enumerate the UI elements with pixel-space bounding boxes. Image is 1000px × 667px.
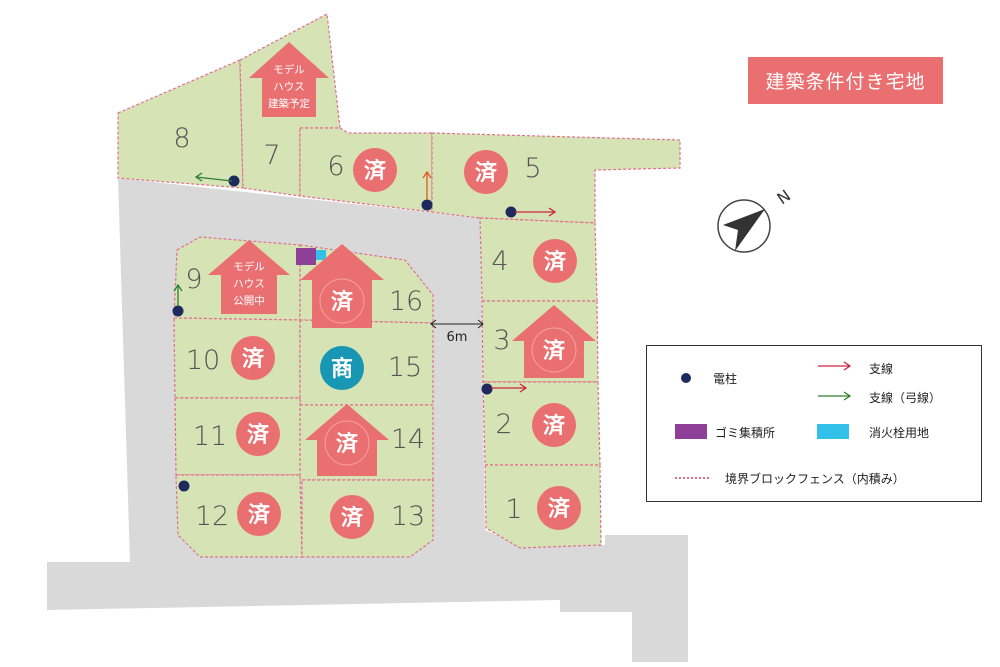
lot-number-1: 1 [505, 494, 522, 525]
model-house-9-line3: 公開中 [233, 294, 265, 307]
lot-number-4: 4 [491, 246, 508, 277]
svg-text:済: 済 [248, 502, 271, 528]
sold-marker-14: 済 [324, 420, 370, 466]
lot-number-2: 2 [495, 409, 512, 440]
svg-text:済: 済 [543, 413, 566, 439]
sold-marker-6: 済 [353, 148, 397, 192]
legend-fence-line [675, 477, 709, 479]
guy-wire-icon [491, 383, 528, 393]
svg-text:済: 済 [364, 158, 387, 184]
svg-text:済: 済 [548, 496, 571, 522]
model-house-7: モデル ハウス 建築予定 [249, 42, 329, 117]
model-house-9-line1: モデル [233, 260, 265, 273]
guy-wire-bow-icon [194, 172, 233, 182]
legend-garbage-label: ゴミ集積所 [715, 426, 776, 440]
pole-icon [228, 175, 240, 187]
legend-guy-wire-label: 支線 [869, 362, 894, 376]
sold-marker-2: 済 [532, 403, 576, 447]
road-width-indicator [430, 319, 484, 329]
legend-pole-icon [681, 373, 691, 383]
svg-text:済: 済 [336, 431, 359, 457]
legend-guy-wire-bow-label: 支線（弓線） [869, 391, 942, 405]
model-house-7-shape [249, 42, 329, 117]
lot-number-8: 8 [173, 123, 190, 154]
legend-hydrant-swatch [817, 424, 849, 439]
svg-text:済: 済 [247, 422, 270, 448]
pole-icon [421, 199, 433, 211]
sold-marker-1: 済 [537, 486, 581, 530]
pole-icon [481, 383, 493, 395]
model-house-9-shape [208, 240, 290, 314]
legend: 電柱 支線 支線（弓線） ゴミ集積所 消火栓用地 境界ブロックフェンス（内積み） [646, 345, 982, 502]
utility-poles [172, 175, 517, 492]
svg-text:済: 済 [341, 505, 364, 531]
compass-north-label: N [773, 186, 794, 208]
sold-marker-11: 済 [236, 412, 280, 456]
sold-marker-12: 済 [237, 492, 281, 536]
lot-numbers: 8 7 6 5 4 3 2 1 9 16 10 15 11 14 12 13 [173, 123, 541, 532]
lot-number-10: 10 [186, 345, 220, 376]
legend-garbage-swatch [675, 424, 707, 439]
lot-number-14: 14 [391, 424, 425, 455]
sold-marker-10: 済 [231, 336, 275, 380]
guy-wire-icon [422, 170, 432, 200]
commercial-marker-15: 商 [320, 346, 364, 390]
pole-icon [505, 206, 517, 218]
svg-text:済: 済 [331, 289, 354, 315]
sold-marker-16: 済 [319, 278, 365, 324]
lot-number-11: 11 [193, 421, 227, 452]
pole-icon [178, 480, 190, 492]
sold-markers: 済 済 済 済 済 済 済 済 商 済 済 済 済 [231, 148, 581, 539]
sold-marker-4: 済 [533, 239, 577, 283]
guy-wires [173, 170, 557, 393]
model-house-7-line1: モデル [273, 63, 305, 76]
lot-number-7: 7 [263, 140, 280, 171]
building-condition-badge: 建築条件付き宅地 [748, 57, 943, 104]
legend-guy-wire-icon [818, 361, 852, 371]
lot-number-16: 16 [389, 286, 423, 317]
lot-number-13: 13 [391, 501, 425, 532]
lot-number-12: 12 [195, 501, 229, 532]
svg-text:済: 済 [543, 338, 566, 364]
svg-text:済: 済 [544, 249, 567, 275]
sold-marker-3: 済 [531, 327, 577, 373]
legend-pole-label: 電柱 [713, 372, 738, 386]
svg-text:済: 済 [242, 346, 265, 372]
road-width-label: 6m [447, 330, 468, 345]
hydrant-area [316, 250, 326, 260]
garbage-area [296, 248, 316, 265]
pole-icon [172, 305, 184, 317]
svg-text:商: 商 [331, 356, 353, 382]
model-house-7-line3: 建築予定 [268, 97, 310, 110]
sold-marker-13: 済 [330, 495, 374, 539]
svg-text:済: 済 [475, 160, 498, 186]
lot-number-6: 6 [327, 151, 344, 182]
lot-number-3: 3 [493, 325, 510, 356]
model-house-9-line2: ハウス [233, 278, 265, 290]
legend-fence-label: 境界ブロックフェンス（内積み） [725, 472, 905, 486]
guy-wire-icon [515, 207, 557, 217]
legend-guy-wire-bow-icon [818, 391, 852, 401]
guy-wire-bow-icon [173, 283, 183, 306]
lot-number-15: 15 [388, 352, 422, 383]
lot-number-5: 5 [524, 153, 541, 184]
model-house-9: モデル ハウス 公開中 [208, 240, 290, 314]
model-house-7-line2: ハウス [273, 81, 305, 93]
legend-hydrant-label: 消火栓用地 [869, 426, 930, 440]
sold-marker-5: 済 [464, 150, 508, 194]
compass-icon: N [717, 186, 794, 253]
lot-number-9: 9 [185, 264, 202, 295]
